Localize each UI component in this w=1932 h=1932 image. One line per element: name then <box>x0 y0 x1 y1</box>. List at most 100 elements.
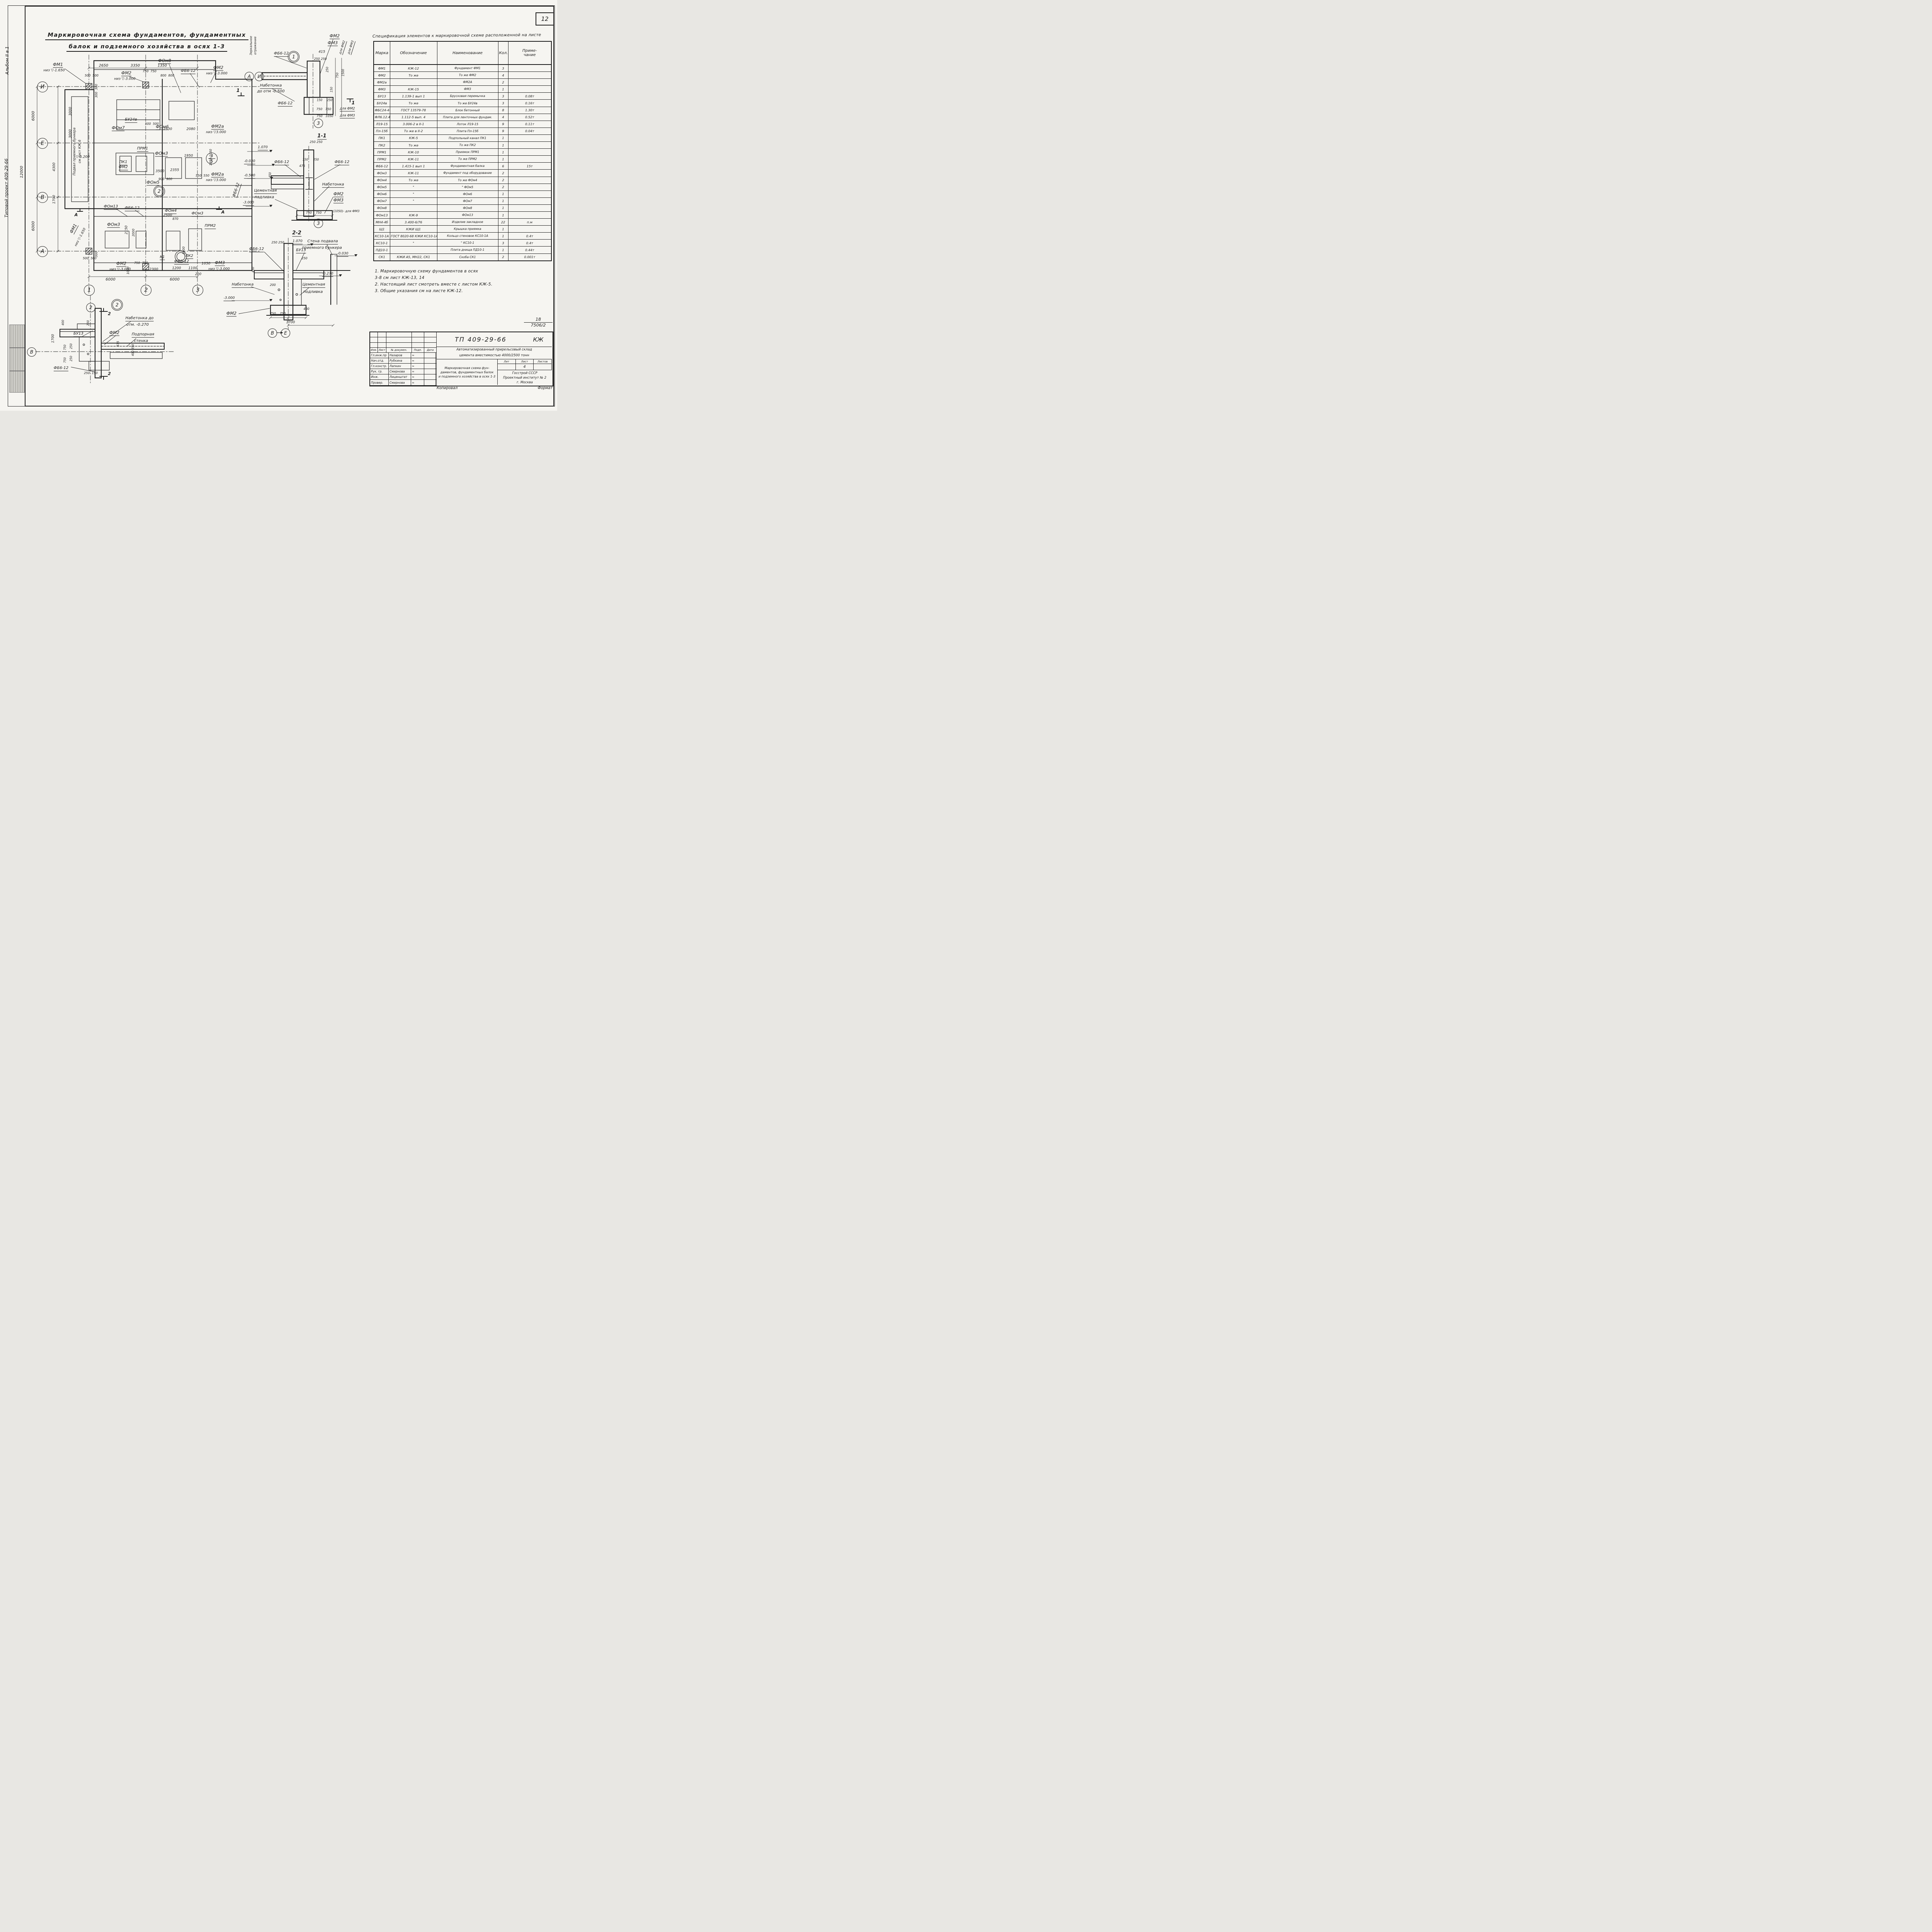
spec-cell: ФОм7 <box>373 197 390 205</box>
drawing-label: 150 <box>330 87 333 93</box>
spec-cell: Приямок ПРМ1 <box>437 148 498 156</box>
note-line: 2. Настоящий лист смотреть вместе с лист… <box>375 282 493 287</box>
project-name-line2: цемента вместимостью 4000/2500 тонн <box>459 354 529 357</box>
spec-cell: ПРМ1 <box>373 148 390 156</box>
drawing-label: для ФМ3 <box>340 114 355 119</box>
spec-cell: ФМ2А <box>437 78 498 86</box>
spec-cell: То же <box>389 141 437 149</box>
spec-cell: ФОм13 <box>437 211 498 219</box>
drawing-label: 250 <box>327 98 333 102</box>
drawing-label: 750 750 <box>134 261 148 265</box>
notes-list: 1. Маркировочную схему фундаментов в ося… <box>375 268 553 294</box>
spec-cell: " <box>389 197 437 205</box>
spec-cell: Плита для ленточных фундам. <box>437 113 498 121</box>
drawing-label: ФБ6-12 <box>274 160 289 165</box>
axis-circle-divider <box>208 158 215 159</box>
spec-cell: КЖ-9 <box>389 211 437 219</box>
spec-cell: 1.415-1 вып 1 <box>389 162 437 170</box>
drawing-label: 12000 <box>20 166 24 178</box>
drawing-label: 2 <box>108 371 111 376</box>
spec-cell: ФМ3 <box>437 85 498 93</box>
spec-cell: ФБ6-12 <box>373 162 390 170</box>
spec-cell: 3.006-2 в II-1 <box>389 120 437 128</box>
spec-cell: " <box>389 239 437 247</box>
drawing-label: 250 250 <box>271 241 284 244</box>
corner-stamp-cell <box>9 325 25 348</box>
drawing-label: 1500 <box>341 69 345 77</box>
staff-signature: ≈ <box>411 358 424 364</box>
axis-circle: 1 <box>84 285 95 296</box>
discipline-code: КЖ <box>533 336 544 343</box>
format-label: Формат <box>537 386 553 390</box>
drawing-label: 250 250 <box>314 57 327 61</box>
spec-cell: 1 <box>498 204 509 212</box>
sheet-title-line: и подземного хозяйства в осях 1-3 <box>438 374 496 378</box>
drawing-label: К1 <box>160 255 165 260</box>
drawing-label: 870 <box>172 217 179 221</box>
spec-cell: КЖ-10 <box>389 148 437 156</box>
note-line: 1. Маркировочную схему фундаментов в ося… <box>375 269 478 274</box>
drawing-label: для ФМ2 <box>340 107 355 112</box>
spec-cell: ФОм6 <box>373 190 390 198</box>
spec-cell: То же в II-2 <box>389 127 437 135</box>
staff-role: Гл.инж.пр <box>370 353 389 358</box>
spec-cell: Крышка приямка <box>437 225 498 233</box>
spec-cell: 1.30т <box>508 106 552 114</box>
axis-circle: 1 <box>288 51 299 63</box>
spec-cell <box>508 211 552 219</box>
drawing-label: 475 <box>299 164 305 168</box>
revision-header-cell: Дата <box>424 348 437 352</box>
axis-circle: И <box>37 82 48 92</box>
staff-name: Смирнова <box>389 369 411 374</box>
drawing-label: ФМ2 <box>333 191 344 197</box>
spec-cell: 6 <box>498 162 509 170</box>
title-block-main-area: ТП 409-29-66 КЖ Автоматизированный прире… <box>437 332 552 386</box>
drawing-label: 400 <box>61 320 65 326</box>
axis-circle: Е <box>281 328 290 338</box>
drawing-label: ПК1 <box>119 160 128 165</box>
note-line: 3. Общие указания см на листе КЖ-12. <box>375 289 463 293</box>
drawing-label: 250 <box>313 158 319 162</box>
lit-header-cell: Лист <box>516 359 534 364</box>
drawing-label: ФМ1 <box>53 62 63 68</box>
spec-cell: 0.001т <box>508 253 552 261</box>
axis-circle: В <box>27 347 36 357</box>
drawing-label: ФМ1 <box>69 223 79 235</box>
drawing-label: 750 <box>335 72 339 78</box>
spec-cell: 2 <box>498 253 509 261</box>
drawing-label: БУ13 <box>296 248 306 253</box>
spec-cell: ПК1 <box>373 134 390 142</box>
spec-cell: 0.04т <box>508 127 552 135</box>
drawing-label: 250 <box>301 257 308 260</box>
spec-cell: Брусковая перемычка <box>437 92 498 100</box>
drawing-label: 1 <box>351 100 355 105</box>
drawing-label: 750 750 <box>316 107 332 111</box>
drawing-label: 1700 <box>52 195 56 204</box>
note-line: 3-8 см лист КЖ-13, 14 <box>375 276 425 280</box>
spec-cell: 4 <box>498 113 509 121</box>
staff-date <box>424 369 436 374</box>
drawing-label: ФОм7 <box>112 125 125 131</box>
spec-cell: То же ФОм4 <box>437 176 498 184</box>
staff-name: Смирнова <box>389 380 411 385</box>
drawing-label: 1200 <box>172 266 181 270</box>
spec-cell <box>508 64 552 72</box>
drawing-label: 750 <box>63 344 67 350</box>
drawing-label: 475 <box>116 341 120 347</box>
spec-cell: " <box>389 183 437 191</box>
drawing-label: для ФМ3 <box>347 40 355 55</box>
sheet-title-cell: Маркировочная схема фун-даментов, фундам… <box>437 359 498 385</box>
drawing-label: ФОм4 <box>165 209 177 214</box>
drawing-label: ФБ6-12 <box>232 182 242 198</box>
